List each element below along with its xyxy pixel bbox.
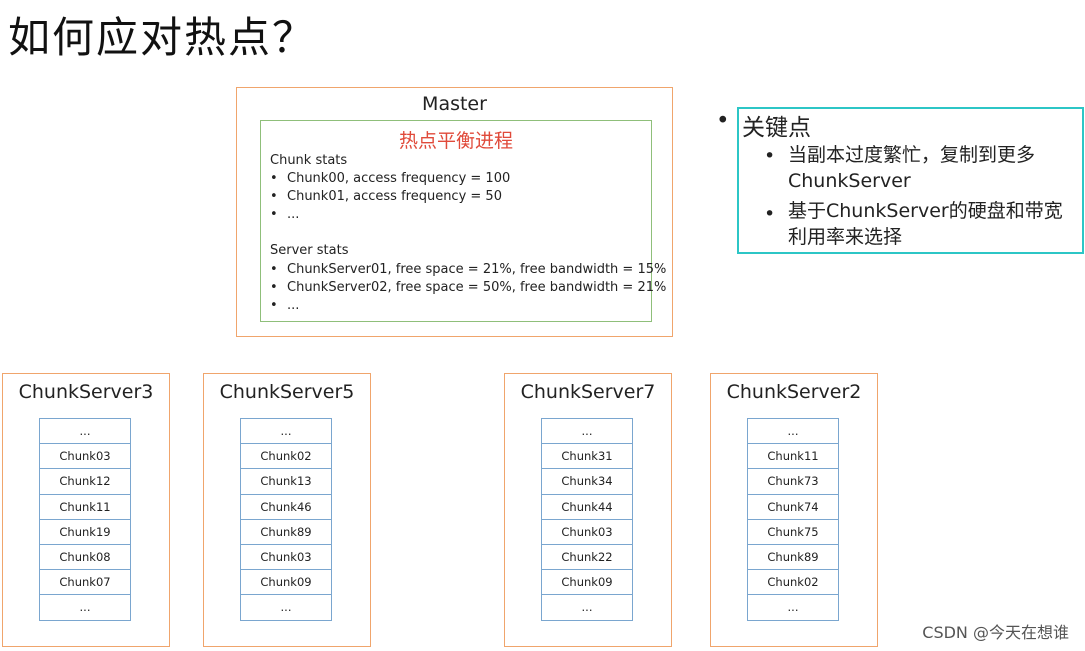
chunk-cell: Chunk46 bbox=[240, 493, 332, 520]
chunk-stat-item: •Chunk00, access frequency = 100 bbox=[270, 171, 511, 186]
chunk-cell: Chunk03 bbox=[39, 443, 131, 470]
chunk-cell: Chunk09 bbox=[541, 569, 633, 596]
key-point-2-line1: 基于ChunkServer的硬盘和带宽 bbox=[788, 200, 1063, 222]
chunk-cell: Chunk03 bbox=[541, 518, 633, 545]
chunk-stack: ... Chunk03 Chunk12 Chunk11 Chunk19 Chun… bbox=[39, 418, 131, 621]
master-label: Master bbox=[422, 93, 487, 115]
chunk-cell: Chunk11 bbox=[39, 493, 131, 520]
process-title: 热点平衡进程 bbox=[398, 130, 513, 152]
chunkserver-box: ChunkServer3 ... Chunk03 Chunk12 Chunk11… bbox=[2, 373, 170, 647]
chunk-cell: Chunk44 bbox=[541, 493, 633, 520]
server-stat-item: •... bbox=[270, 298, 300, 313]
key-point-2-line2: 利用率来选择 bbox=[788, 226, 903, 248]
chunk-cell: Chunk74 bbox=[747, 493, 839, 520]
key-point-bullet: • bbox=[764, 145, 776, 167]
chunk-cell: ... bbox=[541, 418, 633, 445]
chunk-stats-label: Chunk stats bbox=[270, 153, 348, 168]
chunk-stat-item: •... bbox=[270, 207, 300, 222]
master-box: Master 热点平衡进程 Chunk stats •Chunk00, acce… bbox=[236, 87, 673, 337]
chunk-cell: Chunk89 bbox=[747, 543, 839, 571]
chunk-stack: ... Chunk11 Chunk73 Chunk74 Chunk75 Chun… bbox=[747, 418, 839, 621]
chunk-cell: Chunk02 bbox=[240, 443, 332, 470]
chunk-stat-text: Chunk01, access frequency = 50 bbox=[287, 189, 502, 204]
chunk-cell: Chunk19 bbox=[39, 518, 131, 545]
chunk-cell: Chunk31 bbox=[541, 443, 633, 470]
server-stat-item: •ChunkServer02, free space = 50%, free b… bbox=[270, 280, 667, 295]
key-points-bullet: • bbox=[716, 108, 730, 134]
chunkserver-box: ChunkServer5 ... Chunk02 Chunk13 Chunk46… bbox=[203, 373, 371, 647]
chunk-cell: ... bbox=[747, 594, 839, 621]
server-stats-label: Server stats bbox=[270, 243, 349, 258]
chunkserver-name: ChunkServer3 bbox=[18, 381, 154, 403]
server-stat-text: ... bbox=[287, 298, 300, 313]
chunk-cell: ... bbox=[240, 594, 332, 621]
chunk-stat-text: ... bbox=[287, 207, 300, 222]
chunk-stack: ... Chunk02 Chunk13 Chunk46 Chunk89 Chun… bbox=[240, 418, 332, 621]
key-points-heading: 关键点 bbox=[742, 115, 811, 141]
key-points-box: 关键点 • 当副本过度繁忙，复制到更多 ChunkServer • 基于Chun… bbox=[737, 107, 1084, 254]
chunkserver-name: ChunkServer5 bbox=[219, 381, 355, 403]
chunk-cell: Chunk75 bbox=[747, 518, 839, 545]
page-title: 如何应对热点？ bbox=[8, 13, 317, 62]
chunk-cell: Chunk02 bbox=[747, 569, 839, 596]
chunk-stat-text: Chunk00, access frequency = 100 bbox=[287, 171, 511, 186]
chunk-cell: Chunk11 bbox=[747, 443, 839, 470]
chunk-cell: Chunk22 bbox=[541, 543, 633, 571]
chunk-cell: Chunk09 bbox=[240, 569, 332, 596]
key-point-1-line1: 当副本过度繁忙，复制到更多 bbox=[788, 144, 1036, 166]
chunk-cell: Chunk13 bbox=[240, 468, 332, 495]
chunk-cell: Chunk89 bbox=[240, 518, 332, 545]
chunk-cell: Chunk08 bbox=[39, 543, 131, 571]
chunk-cell: ... bbox=[39, 594, 131, 621]
server-stat-item: •ChunkServer01, free space = 21%, free b… bbox=[270, 262, 667, 277]
key-point-1-line2: ChunkServer bbox=[788, 170, 911, 192]
chunk-cell: Chunk12 bbox=[39, 468, 131, 495]
chunkserver-name: ChunkServer7 bbox=[520, 381, 656, 403]
chunk-cell: Chunk34 bbox=[541, 468, 633, 495]
chunk-stack: ... Chunk31 Chunk34 Chunk44 Chunk03 Chun… bbox=[541, 418, 633, 621]
chunkserver-box: ChunkServer2 ... Chunk11 Chunk73 Chunk74… bbox=[710, 373, 878, 647]
chunk-cell: Chunk73 bbox=[747, 468, 839, 495]
chunk-cell: Chunk03 bbox=[240, 543, 332, 571]
watermark: CSDN @今天在想谁 bbox=[922, 623, 1069, 642]
chunk-cell: ... bbox=[541, 594, 633, 621]
hotspot-balance-process-box: 热点平衡进程 Chunk stats •Chunk00, access freq… bbox=[260, 120, 666, 322]
chunkserver-name: ChunkServer2 bbox=[726, 381, 862, 403]
server-stat-text: ChunkServer01, free space = 21%, free ba… bbox=[287, 262, 667, 277]
chunkserver-box: ChunkServer7 ... Chunk31 Chunk34 Chunk44… bbox=[504, 373, 672, 647]
chunk-cell: ... bbox=[240, 418, 332, 445]
server-stat-text: ChunkServer02, free space = 50%, free ba… bbox=[287, 280, 667, 295]
key-point-bullet: • bbox=[764, 203, 776, 225]
chunk-cell: ... bbox=[747, 418, 839, 445]
chunk-cell: ... bbox=[39, 418, 131, 445]
chunk-cell: Chunk07 bbox=[39, 569, 131, 596]
chunk-stat-item: •Chunk01, access frequency = 50 bbox=[270, 189, 502, 204]
